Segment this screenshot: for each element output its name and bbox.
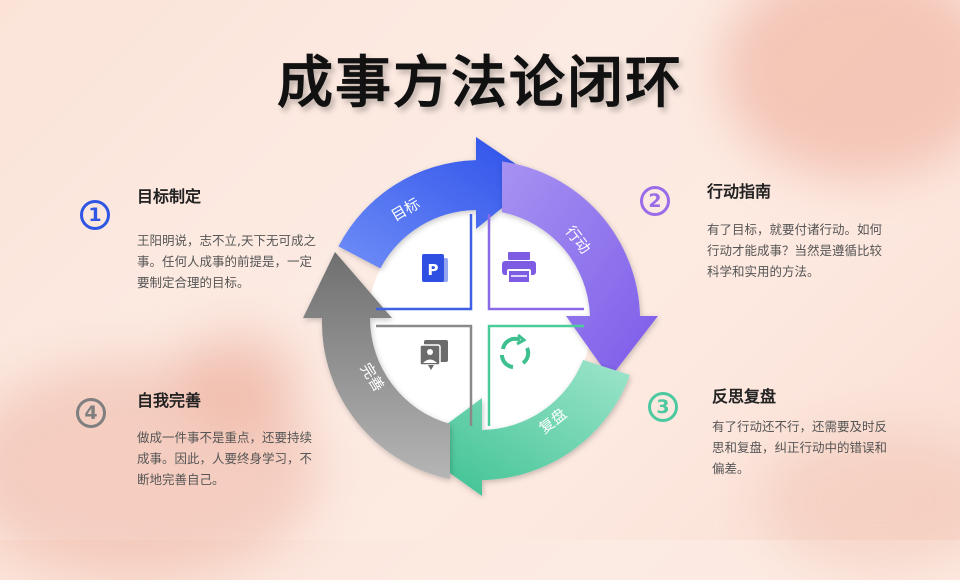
step-title-3: 反思复盘	[712, 387, 777, 406]
step-title-2: 行动指南	[707, 182, 772, 201]
svg-text:P: P	[428, 261, 439, 279]
gallery-icon	[419, 340, 448, 370]
printer-icon	[502, 252, 536, 284]
step-text-2: 有了目标，就要付诸行动。如何行动才能成事？当然是遵循比较科学和实用的方法。	[707, 222, 883, 279]
step-number-3: 3	[648, 392, 678, 422]
arrow-review	[415, 360, 630, 496]
step-title-4: 自我完善	[137, 391, 202, 410]
step-number-4: 4	[76, 398, 106, 428]
step-number-2: 2	[640, 186, 670, 216]
step-number-1: 1	[80, 200, 110, 230]
quadrant-review	[487, 324, 584, 426]
step-text-4: 做成一件事不是重点，还要持续成事。因此，人要终身学习，不断地完善自己。	[137, 430, 313, 487]
step-text-3: 有了行动还不行，还需要及时反思和复盘，纠正行动中的错误和偏差。	[712, 419, 888, 476]
step-title-1: 目标制定	[137, 187, 202, 206]
arrow-improve	[303, 252, 450, 479]
refresh-cycle-icon	[499, 333, 531, 369]
quadrant-improve	[376, 324, 473, 426]
powerpoint-icon: P	[422, 254, 448, 282]
page-title: 成事方法论闭环	[277, 50, 683, 116]
step-text-1: 王阳明说，志不立,天下无可成之事。任何人成事的前提是，一定要制定合理的目标。	[137, 233, 316, 290]
arrow-goal	[338, 137, 538, 269]
closed-loop-cycle: 目标 行动 复盘 完善 P	[303, 137, 658, 496]
quadrant-action	[487, 214, 584, 311]
arrow-action	[502, 161, 658, 378]
quadrant-goal	[376, 214, 473, 311]
